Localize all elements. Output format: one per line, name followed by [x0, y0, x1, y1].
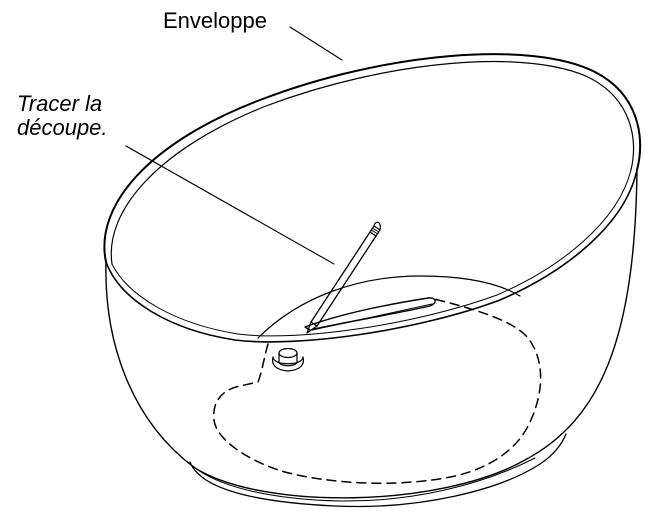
dashed-cutout-outline	[212, 297, 542, 484]
label-trace-line1: Tracer la	[17, 91, 103, 116]
pencil-ferrule-bands	[370, 227, 380, 235]
drain-bottom	[278, 361, 298, 367]
cut-slot-shadow	[311, 303, 433, 331]
label-envelope: Enveloppe	[163, 8, 267, 33]
rim-front-edge	[105, 169, 638, 343]
drain-sides	[278, 352, 298, 363]
pencil-ferrule	[369, 225, 381, 237]
drain-icon	[271, 347, 305, 372]
rim-inner	[110, 60, 634, 265]
rim-front-edge-inner	[111, 169, 632, 337]
basin-floor-curve	[257, 275, 521, 339]
leader-trace	[125, 145, 335, 265]
cut-slot	[304, 297, 436, 331]
shell-base-rim	[189, 433, 567, 508]
pencil-icon	[306, 221, 381, 334]
shell-outer-side	[105, 169, 638, 499]
label-trace-cut: Tracer la découpe.	[17, 92, 108, 140]
leader-envelope	[289, 26, 343, 61]
shell-body	[105, 169, 638, 508]
shell-base-rim-inner	[197, 457, 536, 502]
drain-top	[278, 347, 298, 359]
rim-outer	[103, 53, 642, 263]
label-trace-line2: découpe.	[17, 115, 108, 140]
drain-base	[272, 356, 304, 365]
shell-rim	[103, 53, 642, 343]
pencil-eraser	[373, 221, 381, 231]
pencil-body	[310, 231, 377, 327]
drain-collar	[271, 356, 305, 372]
pencil-tip	[306, 321, 318, 334]
